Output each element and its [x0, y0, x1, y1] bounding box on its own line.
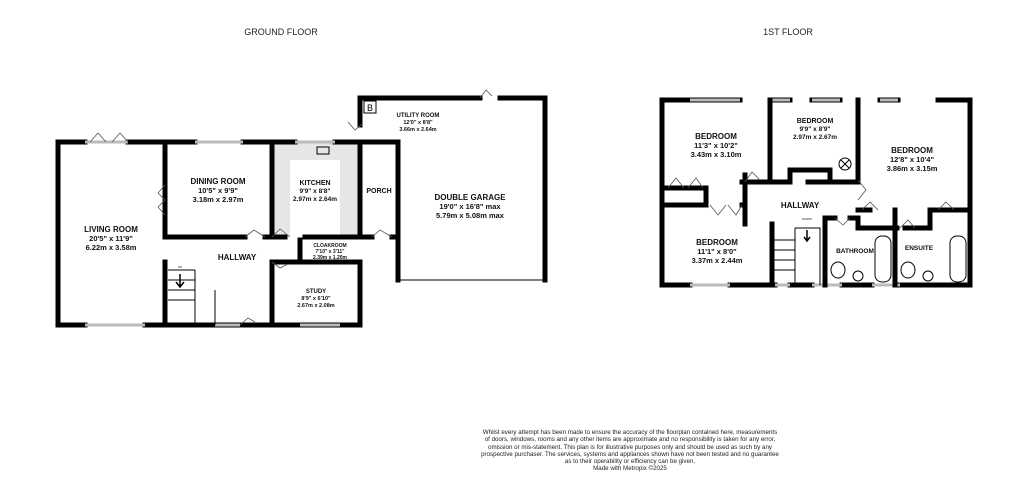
- wardrobe-door[interactable]: [861, 201, 955, 211]
- svg-text:BEDROOM: BEDROOM: [891, 146, 933, 155]
- svg-text:2.39m x 1.20m: 2.39m x 1.20m: [313, 255, 347, 261]
- toilet-icon: [830, 261, 846, 279]
- disclaimer-line: Whilst every attempt has been made to en…: [482, 429, 778, 436]
- room-bedroom-4: BEDROOM 11'1" x 8'0" 3.37m x 2.44m: [692, 238, 743, 265]
- svg-text:10'5" x 9'9": 10'5" x 9'9": [198, 186, 238, 195]
- sink-icon: [316, 146, 330, 155]
- bath-icon: [949, 235, 967, 283]
- svg-text:12'0" x 8'8": 12'0" x 8'8": [403, 120, 433, 126]
- room-ensuite: ENSUITE: [905, 245, 934, 252]
- svg-text:20'5" x 11'9": 20'5" x 11'9": [89, 234, 133, 243]
- basin-icon: [922, 270, 934, 282]
- svg-text:6.22m x 3.58m: 6.22m x 3.58m: [86, 243, 137, 252]
- boiler-box: [363, 100, 377, 114]
- svg-text:BEDROOM: BEDROOM: [797, 118, 834, 125]
- room-garage: DOUBLE GARAGE 19'0" x 16'8" max 5.79m x …: [434, 193, 506, 220]
- svg-text:CLOAKROOM: CLOAKROOM: [313, 243, 346, 249]
- room-study: STUDY 8'9" x 6'10" 2.67m x 2.08m: [297, 289, 334, 309]
- svg-text:2.97m x 2.67m: 2.97m x 2.67m: [793, 134, 837, 141]
- svg-text:19'0" x 16'8" max: 19'0" x 16'8" max: [439, 202, 501, 211]
- svg-text:9'9" x 8'8": 9'9" x 8'8": [300, 188, 331, 195]
- ground-floor-plan: B UP LIVING ROOM 20'5" x 11'9" 6.22m x 3…: [55, 89, 548, 328]
- toilet-icon: [900, 261, 916, 279]
- room-cloakroom: CLOAKROOM 7'10" x 3'11" 2.39m x 1.20m: [313, 243, 347, 261]
- door[interactable]: [371, 229, 393, 238]
- door[interactable]: [347, 121, 363, 131]
- disclaimer-credit: Made with Metropix ©2025: [593, 465, 667, 473]
- disclaimer: Whilst every attempt has been made to en…: [440, 429, 820, 473]
- door[interactable]: [899, 219, 916, 229]
- door[interactable]: [244, 229, 266, 238]
- room-bedroom-2: BEDROOM 9'9" x 8'9" 2.97m x 2.67m: [793, 118, 837, 141]
- svg-text:KITCHEN: KITCHEN: [299, 180, 330, 187]
- disclaimer-line: of doors, windows, rooms and any other i…: [484, 436, 776, 444]
- room-kitchen: KITCHEN 9'9" x 8'8" 2.97m x 2.64m: [293, 180, 337, 203]
- svg-text:11'1" x 8'0": 11'1" x 8'0": [697, 247, 737, 256]
- ground-stairs[interactable]: UP: [168, 265, 216, 325]
- svg-text:7'10" x 3'11": 7'10" x 3'11": [315, 249, 345, 255]
- svg-text:UP: UP: [178, 265, 182, 269]
- door[interactable]: [157, 184, 166, 216]
- bath-icon: [874, 235, 892, 283]
- door[interactable]: [834, 217, 851, 226]
- svg-text:3.37m x 2.44m: 3.37m x 2.44m: [692, 256, 743, 265]
- svg-text:3.66m x 2.64m: 3.66m x 2.64m: [399, 127, 436, 133]
- svg-text:DOUBLE GARAGE: DOUBLE GARAGE: [434, 193, 506, 202]
- svg-text:2.67m x 2.08m: 2.67m x 2.08m: [297, 303, 334, 309]
- svg-text:8'9" x 6'10": 8'9" x 6'10": [301, 296, 331, 302]
- svg-text:2.97m x 2.64m: 2.97m x 2.64m: [293, 196, 337, 203]
- wardrobe-door[interactable]: [709, 204, 743, 216]
- room-porch: PORCH: [366, 188, 391, 195]
- first-floor-plan: DOWN BEDROOM 11'3" x 10'2" 3.43m x 3.10m…: [659, 97, 973, 288]
- door[interactable]: [857, 179, 867, 201]
- first-floor-title: 1ST FLOOR: [763, 27, 813, 37]
- svg-text:LIVING ROOM: LIVING ROOM: [84, 225, 138, 234]
- svg-text:3.86m x 3.15m: 3.86m x 3.15m: [887, 164, 938, 173]
- room-bedroom-1: BEDROOM 11'3" x 10'2" 3.43m x 3.10m: [691, 132, 742, 159]
- room-hallway-first: HALLWAY: [781, 201, 820, 210]
- room-bathroom: BATHROOM: [836, 248, 874, 255]
- airing-cupboard-icon: [838, 157, 852, 171]
- door[interactable]: [271, 261, 289, 269]
- arrow-down-icon: [175, 274, 185, 289]
- room-bedroom-3: BEDROOM 12'8" x 10'4" 3.86m x 3.15m: [887, 146, 938, 173]
- disclaimer-line: as to their operability or efficiency ca…: [564, 458, 696, 466]
- svg-text:5.79m x 5.08m max: 5.79m x 5.08m max: [436, 211, 505, 220]
- disclaimer-line: omission or mis-statement. This plan is …: [488, 443, 772, 451]
- room-living: LIVING ROOM 20'5" x 11'9" 6.22m x 3.58m: [84, 225, 138, 252]
- svg-text:3.43m x 3.10m: 3.43m x 3.10m: [691, 150, 742, 159]
- arrow-down-icon: [803, 230, 811, 243]
- svg-text:12'8" x 10'4": 12'8" x 10'4": [890, 155, 934, 164]
- door[interactable]: [271, 228, 291, 238]
- ground-floor-title: GROUND FLOOR: [244, 27, 318, 37]
- boiler-label: B: [367, 103, 373, 113]
- door[interactable]: [479, 89, 493, 99]
- svg-text:9'9" x 8'9": 9'9" x 8'9": [800, 126, 831, 133]
- svg-text:BEDROOM: BEDROOM: [695, 132, 737, 141]
- room-utility: UTILITY ROOM 12'0" x 8'8" 3.66m x 2.64m: [397, 113, 440, 133]
- svg-text:UTILITY ROOM: UTILITY ROOM: [397, 113, 440, 119]
- disclaimer-line: prospective purchaser. The services, sys…: [481, 450, 779, 458]
- svg-text:STUDY: STUDY: [306, 289, 326, 295]
- svg-text:3.18m x 2.97m: 3.18m x 2.97m: [193, 195, 244, 204]
- french-door[interactable]: [89, 132, 129, 143]
- door[interactable]: [744, 171, 761, 183]
- room-hallway: HALLWAY: [218, 253, 257, 262]
- stairs-label: DOWN: [802, 217, 812, 221]
- svg-text:BEDROOM: BEDROOM: [696, 238, 738, 247]
- door[interactable]: [239, 317, 256, 326]
- svg-text:11'3" x 10'2": 11'3" x 10'2": [694, 141, 738, 150]
- basin-icon: [852, 270, 864, 282]
- svg-text:DINING ROOM: DINING ROOM: [190, 177, 245, 186]
- wardrobe-door[interactable]: [667, 177, 704, 189]
- room-dining: DINING ROOM 10'5" x 9'9" 3.18m x 2.97m: [190, 177, 245, 204]
